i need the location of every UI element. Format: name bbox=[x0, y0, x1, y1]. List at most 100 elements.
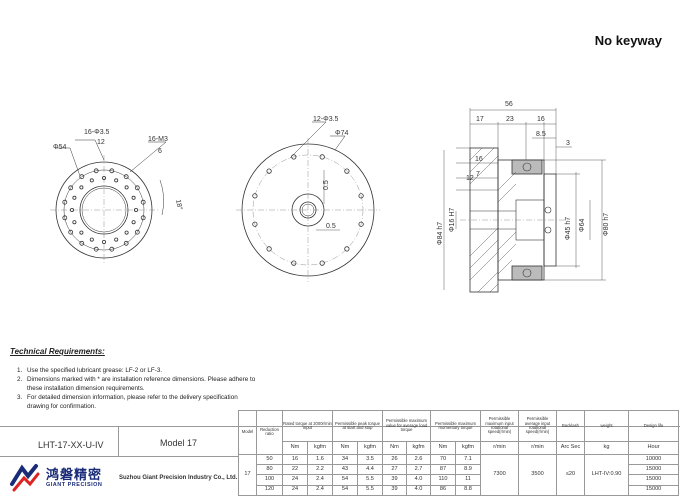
cell-mom-nm: 70 bbox=[430, 453, 456, 466]
cell-peak-kgfm: 3.5 bbox=[357, 453, 383, 466]
cell-peak-nm: 54 bbox=[332, 484, 358, 497]
requirement-item: 1. Use the specified lubricant grease: L… bbox=[17, 366, 257, 375]
front-hole-pattern bbox=[62, 168, 146, 252]
cell-rated-nm: 24 bbox=[282, 484, 308, 497]
bolt-hole bbox=[140, 199, 146, 205]
bolt-hole bbox=[124, 230, 129, 235]
cell-mom-kgfm: 11 bbox=[454, 474, 482, 486]
bolt-hole bbox=[252, 221, 258, 227]
logo-english-text: GIANT PRECISION bbox=[46, 482, 103, 488]
cell-avg-nm: 39 bbox=[382, 474, 407, 486]
requirements-list: 1. Use the specified lubricant grease: L… bbox=[17, 366, 257, 411]
cell-life: 15000 bbox=[628, 464, 680, 476]
bearing-bottom bbox=[511, 265, 543, 281]
cell-peak-nm: 43 bbox=[332, 464, 358, 476]
cell-avg-nm: 39 bbox=[382, 484, 407, 497]
cell-rated-kgfm: 2.4 bbox=[307, 484, 333, 497]
diameter-dimensions bbox=[443, 150, 606, 290]
keyway-note: No keyway bbox=[594, 33, 662, 48]
bolt-hole bbox=[72, 220, 77, 225]
leader-mid-pcd bbox=[330, 135, 346, 151]
bolt-hole bbox=[72, 195, 77, 200]
mid-view bbox=[236, 121, 380, 282]
cell-peak-kgfm: 5.5 bbox=[357, 474, 383, 486]
bolt-hole bbox=[344, 168, 350, 174]
front-view bbox=[50, 139, 167, 265]
unit-rpm: r/min bbox=[480, 440, 520, 455]
cell-rated-kgfm: 2.4 bbox=[307, 474, 333, 486]
spec-unit-row: Nm kgfm Nm kgfm Nm kgfm Nm kgfm r/min r/… bbox=[239, 440, 680, 455]
hdr-rated: Rated torque at 2000r/min input bbox=[282, 410, 333, 442]
bolt-hole bbox=[89, 237, 94, 242]
hdr-model: Model bbox=[238, 410, 257, 455]
bolt-hole bbox=[114, 237, 119, 242]
requirement-num: 3. bbox=[17, 394, 23, 402]
cell-avg-kgfm: 2.6 bbox=[406, 453, 431, 466]
mid-holes-label: 12-Φ3.5 bbox=[313, 116, 339, 123]
hdr-backlash: Backlash bbox=[556, 410, 586, 442]
cell-mom-kgfm: 7.1 bbox=[454, 453, 482, 466]
bolt-hole bbox=[89, 178, 94, 183]
bolt-hole bbox=[344, 246, 350, 252]
unit-rpm: r/min bbox=[518, 440, 558, 455]
cell-rated-nm: 16 bbox=[282, 453, 308, 466]
bolt-hole bbox=[140, 215, 146, 221]
requirement-text: Use the specified lubricant grease: LF-2… bbox=[27, 367, 163, 374]
cell-mom-nm: 110 bbox=[430, 474, 456, 486]
cell-peak-kgfm: 4.4 bbox=[357, 464, 383, 476]
cell-avg-kgfm: 2.7 bbox=[406, 464, 431, 476]
unit-nm: Nm bbox=[382, 440, 407, 455]
spec-row: 17 50 16 1.6 34 3.5 26 2.6 70 7.1 7300 3… bbox=[238, 453, 680, 497]
logo-chinese-text: 鸿磐精密 bbox=[46, 468, 103, 483]
dia-84: Φ84 h7 bbox=[437, 222, 444, 245]
mid-pcd-label: Φ74 bbox=[335, 130, 348, 137]
hdr-avg: Permissible maximum value for average lo… bbox=[382, 410, 431, 442]
hdr-moment: Permissible maximum momentary torque bbox=[429, 410, 482, 442]
leader-holes-a bbox=[75, 139, 105, 161]
cell-backlash: ≤20 bbox=[556, 453, 586, 497]
dim-overall: 56 bbox=[505, 101, 513, 108]
bolt-hole bbox=[266, 168, 272, 174]
bolt-hole bbox=[123, 240, 129, 246]
bolt-hole bbox=[79, 240, 85, 246]
dim-12: 12 bbox=[466, 175, 474, 182]
cell-avg-kgfm: 4.0 bbox=[406, 474, 431, 486]
front-bore-label: Φ54 bbox=[53, 144, 66, 151]
mid-dim-b: 0.5 bbox=[326, 223, 336, 230]
leader-bore bbox=[55, 147, 81, 177]
unit-nm: Nm bbox=[332, 440, 358, 455]
company-logo: 鸿磐精密 GIANT PRECISION bbox=[8, 462, 108, 496]
cell-peak-nm: 54 bbox=[332, 474, 358, 486]
cell-avg-kgfm: 4.0 bbox=[406, 484, 431, 497]
dia-45: Φ45 h7 bbox=[565, 217, 572, 240]
company-name: Suzhou Giant Precision Industry Co., Ltd… bbox=[119, 475, 238, 481]
title-block-divider bbox=[118, 426, 119, 456]
mid-dim-a: 0.5 bbox=[323, 180, 330, 190]
cell-mom-kgfm: 8.9 bbox=[454, 464, 482, 476]
bolt-hole bbox=[291, 260, 297, 266]
bolt-hole bbox=[134, 229, 140, 235]
bolt-hole bbox=[358, 193, 364, 199]
bolt-hole bbox=[62, 199, 68, 205]
hdr-weight: weight bbox=[584, 410, 630, 442]
spec-row: 80 22 2.2 43 4.4 27 2.7 87 8.9 15000 bbox=[239, 464, 680, 476]
cell-avg-speed: 3500 bbox=[518, 453, 558, 497]
front-holes-b-depth: 6 bbox=[158, 148, 162, 155]
dia-64: Φ64 bbox=[579, 219, 586, 232]
cell-rated-nm: 22 bbox=[282, 464, 308, 476]
unit-kgfm: kgfm bbox=[357, 440, 383, 455]
cell-ratio: 120 bbox=[256, 484, 283, 497]
cell-mom-nm: 87 bbox=[430, 464, 456, 476]
hdr-max-speed: Permissible maximum input rotational spe… bbox=[480, 410, 520, 442]
hdr-avg-speed: Permissible average input rotational spe… bbox=[518, 410, 558, 442]
dim-3: 3 bbox=[566, 140, 570, 147]
bolt-hole bbox=[131, 195, 136, 200]
model-name: LHT-17-XX-U-IV bbox=[38, 440, 104, 450]
unit-nm: Nm bbox=[282, 440, 308, 455]
bolt-hole bbox=[114, 178, 119, 183]
cell-rated-kgfm: 1.6 bbox=[307, 453, 333, 466]
unit-hour: Hour bbox=[628, 440, 680, 455]
dim-17: 17 bbox=[476, 116, 484, 123]
cell-ratio: 80 bbox=[256, 464, 283, 476]
side-section-view bbox=[443, 108, 606, 293]
